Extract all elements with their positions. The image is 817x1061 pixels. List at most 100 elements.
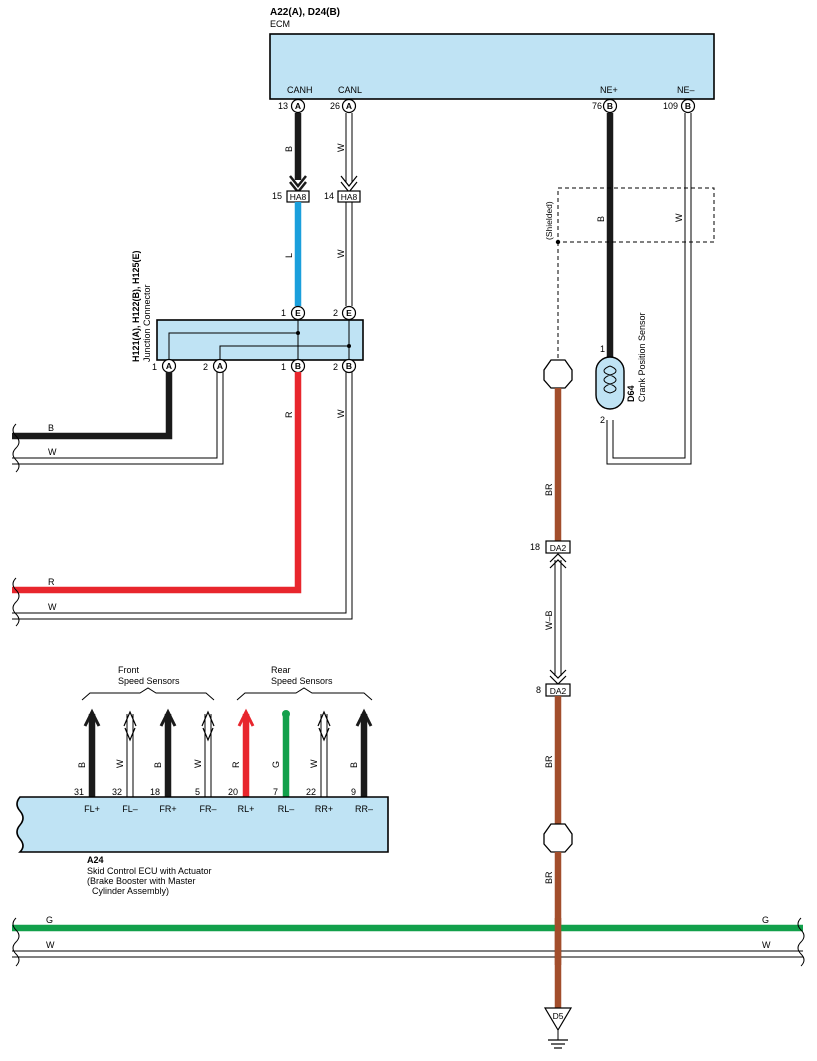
wire-label-left-w1: W	[48, 447, 57, 457]
wire-left-w1-b	[12, 372, 224, 465]
rear-group-line1: Rear	[271, 665, 291, 675]
jc-internal-2	[219, 320, 350, 360]
ha8-pin-14: 14	[324, 191, 334, 201]
wire-left-w2-b	[12, 372, 353, 620]
shield-box	[557, 187, 715, 243]
speed-arrow-down-icon	[124, 727, 136, 742]
da2-pin-18: 18	[530, 542, 540, 552]
sensor-pin-1: 1	[600, 344, 605, 354]
ecm-pin-num-26: 26	[330, 101, 340, 111]
skid-pin-label: RR–	[355, 804, 373, 814]
speed-arrow-icon	[159, 708, 177, 727]
da2-conn-top	[545, 540, 571, 554]
ecm-pin-num-109: 109	[663, 101, 678, 111]
ecm-conn-b-2: B	[685, 101, 691, 111]
arrow-canl-1	[340, 175, 358, 187]
speed-arrow-icon	[355, 708, 373, 727]
jc-bot-conn-2: A	[217, 361, 223, 371]
da2-arrow-up-1	[549, 553, 567, 563]
ecm-pin-26	[341, 98, 357, 114]
da2-label-bottom: DA2	[550, 686, 567, 696]
speed-arrow-open-icon	[317, 710, 331, 727]
skid-pin-label: RR+	[315, 804, 333, 814]
speed-wire-label: B	[349, 762, 359, 768]
bus-break-left	[12, 917, 20, 967]
skid-ecu-box	[16, 796, 389, 853]
jc-bot-conn-1: A	[166, 361, 172, 371]
skid-pin-label: RL–	[278, 804, 295, 814]
ha8-pin-15: 15	[272, 191, 282, 201]
arrow-canh-1	[289, 175, 307, 189]
skid-ecu-line3: Cylinder Assembly)	[92, 886, 169, 896]
ecm-conn-a-2: A	[346, 101, 352, 111]
jc-bot-pin-b2	[341, 358, 357, 374]
splice-point-lower	[543, 823, 573, 853]
da2-arrow-up-2	[549, 559, 567, 569]
wire-label-ne-plus: B	[596, 216, 606, 222]
break-mark-1	[12, 423, 20, 473]
ha8-label-1: HA8	[290, 192, 307, 202]
sensor-name: Crank Position Sensor	[637, 312, 647, 402]
skid-pin-num: 18	[150, 787, 160, 797]
skid-pin-label: FL+	[84, 804, 100, 814]
speed-arrow-down-icon	[202, 727, 214, 742]
speed-wire-label: W	[193, 759, 203, 768]
jc-bot-pin-1b: 1	[281, 362, 286, 372]
wire-ne-minus-b	[606, 113, 692, 465]
skid-ecu-line1: Skid Control ECU with Actuator	[87, 866, 212, 876]
jc-top-conn-2: E	[346, 308, 352, 318]
speed-arrow-icon	[237, 708, 255, 727]
ground-triangle	[543, 1007, 573, 1032]
speed-wire-label: B	[153, 762, 163, 768]
bus-break-right	[797, 917, 805, 967]
skid-pin-label: RL+	[238, 804, 255, 814]
skid-pin-label: FL–	[122, 804, 138, 814]
speed-arrow-icon	[83, 708, 101, 727]
ecm-id: A22(A), D24(B)	[270, 7, 340, 18]
jc-internal-1	[168, 320, 299, 360]
speed-wire-label: G	[271, 761, 281, 768]
shield-label: (Shielded)	[544, 201, 554, 240]
ha8-conn-2	[337, 190, 361, 203]
jc-top-conn-1: E	[295, 308, 301, 318]
bus-label-g-left: G	[46, 915, 53, 925]
ecm: A22(A), D24(B) ECM CANH CANL NE+ NE– 13 …	[269, 7, 715, 114]
wire-label-canh-b: B	[284, 146, 294, 152]
skid-pin-num: 32	[112, 787, 122, 797]
ground-label: D5	[553, 1011, 564, 1021]
bottom-bus: G G W W	[12, 915, 805, 967]
jc-bot-conn-4: B	[346, 361, 352, 371]
skid-pin-label: FR+	[159, 804, 176, 814]
skid-ecu-line2: (Brake Booster with Master	[87, 876, 196, 886]
ecm-pin-13	[290, 98, 306, 114]
left-wires: B W R R W W	[12, 372, 353, 627]
front-group-brace	[81, 687, 215, 701]
bus-label-g-right: G	[762, 915, 769, 925]
skid-pin-num: 9	[351, 787, 356, 797]
speed-wire-label: B	[77, 762, 87, 768]
ecm-conn-b-1: B	[607, 101, 613, 111]
skid-ecu-id: A24	[87, 855, 104, 865]
speed-arrow-open-icon	[123, 710, 137, 727]
speed-wire-end-icon	[282, 710, 290, 718]
ecm-box	[269, 33, 715, 100]
speed-arrow-down-icon	[318, 727, 330, 742]
ecm-pin-num-13: 13	[278, 101, 288, 111]
ecm-pin-label-ne-minus: NE–	[677, 85, 695, 95]
wire-label-ne-minus: W	[674, 213, 684, 222]
speed-wire-label: R	[231, 761, 241, 768]
crank-sensor-body	[595, 356, 625, 410]
skid-pin-label: FR–	[199, 804, 216, 814]
da2-label-top: DA2	[550, 543, 567, 553]
ecm-pin-label-canl: CANL	[338, 85, 362, 95]
speed-wire-label: W	[115, 759, 125, 768]
bus-label-w-right: W	[762, 940, 771, 950]
junction-box	[156, 319, 364, 361]
rear-group-line2: Speed Sensors	[271, 676, 333, 686]
junction-connector: H121(A), H122(B), H125(E) Junction Conne…	[131, 250, 364, 374]
wire-label-shield-br: BR	[544, 483, 554, 496]
sensor-pin-2: 2	[600, 415, 605, 425]
